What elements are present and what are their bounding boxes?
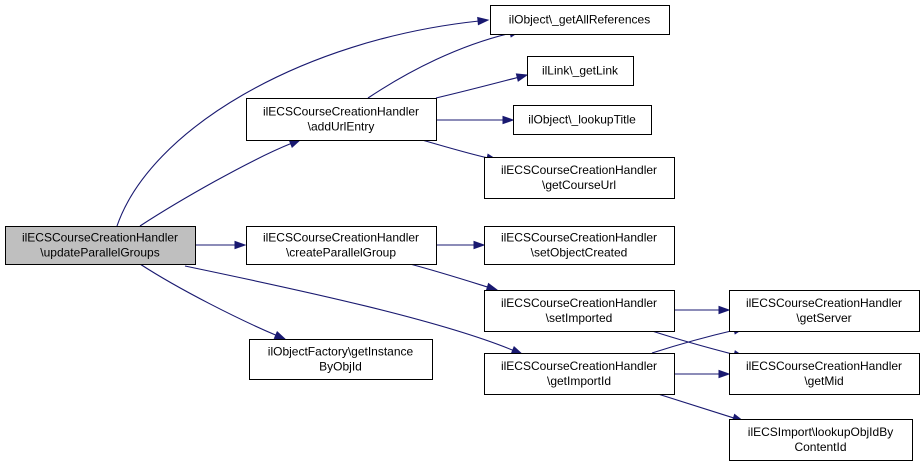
node-label-line: ilECSCourseCreationHandler (501, 163, 657, 177)
node-getMid[interactable]: ilECSCourseCreationHandler\getMid (729, 353, 920, 395)
node-label-line: ilObject\_lookupTitle (528, 113, 636, 127)
edge-line (139, 263, 277, 337)
node-getServer[interactable]: ilECSCourseCreationHandler\getServer (729, 290, 920, 332)
node-getAllReferences[interactable]: ilObject\_getAllReferences (490, 5, 670, 35)
node-createParallelGroup[interactable]: ilECSCourseCreationHandler\createParalle… (246, 226, 437, 265)
node-box[interactable] (246, 226, 437, 265)
node-addUrlEntry[interactable]: ilECSCourseCreationHandler\addUrlEntry (246, 98, 437, 141)
edge-arrowhead (473, 240, 486, 250)
edge-arrowhead (485, 282, 499, 292)
node-label-line: ilECSCourseCreationHandler (501, 359, 657, 373)
edge-line (367, 32, 512, 99)
node-getImportId[interactable]: ilECSCourseCreationHandler\getImportId (484, 353, 675, 395)
edge-createParallelGroup-to-setObjectCreated (436, 240, 486, 250)
edge-arrowhead (515, 73, 529, 82)
edge-line (184, 265, 514, 352)
edge-line (409, 263, 489, 288)
node-label-line: \setObjectCreated (531, 246, 628, 260)
edge-arrowhead (718, 369, 731, 379)
node-lookupTitle[interactable]: ilObject\_lookupTitle (513, 105, 652, 135)
edge-arrowhead (477, 16, 490, 26)
edge-root-to-getImportId (184, 265, 524, 355)
node-label-line: ilECSCourseCreationHandler (501, 296, 657, 310)
edges-layer (116, 16, 746, 422)
node-label-line: ilECSCourseCreationHandler (746, 296, 902, 310)
edge-setImported-to-getServer (674, 305, 731, 315)
nodes-layer: ilECSCourseCreationHandler\updateParalle… (5, 5, 920, 461)
node-setImported[interactable]: ilECSCourseCreationHandler\setImported (484, 290, 675, 332)
edge-line (435, 76, 519, 99)
edge-createParallelGroup-to-setImported (409, 263, 499, 292)
node-label-line: \setImported (546, 311, 613, 325)
node-label-line: \getServer (796, 311, 851, 325)
edge-arrowhead (273, 330, 287, 340)
edge-getImportId-to-lookupObjIdByContentId (657, 393, 745, 422)
edge-getImportId-to-getMid (674, 369, 731, 379)
node-box[interactable] (729, 290, 920, 332)
node-box[interactable] (484, 353, 675, 395)
node-label-line: ilECSCourseCreationHandler (22, 231, 178, 245)
node-label-line: \getImportId (547, 374, 611, 388)
node-box[interactable] (729, 353, 920, 395)
node-label-line: ilECSCourseCreationHandler (263, 231, 419, 245)
node-box[interactable] (246, 98, 437, 141)
node-getLink[interactable]: ilLink\_getLink (527, 56, 634, 86)
node-label-line: \getCourseUrl (542, 178, 616, 192)
edge-root-to-createParallelGroup (195, 240, 247, 250)
node-box[interactable] (527, 56, 634, 86)
edge-root-to-addUrlEntry (139, 139, 302, 227)
edge-arrowhead (718, 305, 731, 315)
node-label-line: ilObject\_getAllReferences (509, 13, 650, 27)
edge-line (421, 139, 489, 159)
node-box[interactable] (490, 5, 670, 35)
edge-line (651, 330, 736, 356)
node-label-line: \updateParallelGroups (40, 246, 159, 260)
edge-arrowhead (502, 115, 515, 125)
node-label-line: \getMid (804, 374, 843, 388)
node-label-line: \createParallelGroup (286, 246, 396, 260)
node-label-line: ByObjId (319, 360, 362, 374)
edge-arrowhead (234, 240, 247, 250)
edge-line (651, 329, 736, 354)
node-box[interactable] (729, 419, 913, 461)
edge-addUrlEntry-to-getLink (435, 73, 529, 99)
node-box[interactable] (5, 226, 196, 265)
node-box[interactable] (513, 105, 652, 135)
node-root[interactable]: ilECSCourseCreationHandler\updateParalle… (5, 226, 196, 265)
node-box[interactable] (484, 290, 675, 332)
node-label-line: \addUrlEntry (308, 120, 375, 134)
node-label-line: ilECSCourseCreationHandler (501, 231, 657, 245)
node-box[interactable] (484, 157, 675, 199)
edge-line (657, 393, 735, 419)
node-box[interactable] (249, 339, 433, 380)
node-label-line: ContentId (794, 440, 846, 454)
edge-arrowhead (510, 345, 524, 355)
edge-addUrlEntry-to-lookupTitle (436, 115, 515, 125)
edge-line (116, 20, 480, 227)
edge-addUrlEntry-to-getAllReferences (367, 29, 522, 99)
node-label-line: ilECSImport\lookupObjIdBy (748, 425, 893, 439)
edge-root-to-getAllReferences (116, 16, 490, 227)
edge-line (139, 142, 292, 227)
node-getCourseUrl[interactable]: ilECSCourseCreationHandler\getCourseUrl (484, 157, 675, 199)
edge-arrowhead (288, 139, 302, 148)
node-setObjectCreated[interactable]: ilECSCourseCreationHandler\setObjectCrea… (484, 226, 675, 265)
edge-root-to-getInstanceByObjId (139, 263, 287, 340)
node-label-line: ilECSCourseCreationHandler (263, 105, 419, 119)
node-label-line: ilECSCourseCreationHandler (746, 359, 902, 373)
node-label-line: ilObjectFactory\getInstance (268, 345, 414, 359)
node-label-line: ilLink\_getLink (542, 64, 619, 78)
node-box[interactable] (484, 226, 675, 265)
